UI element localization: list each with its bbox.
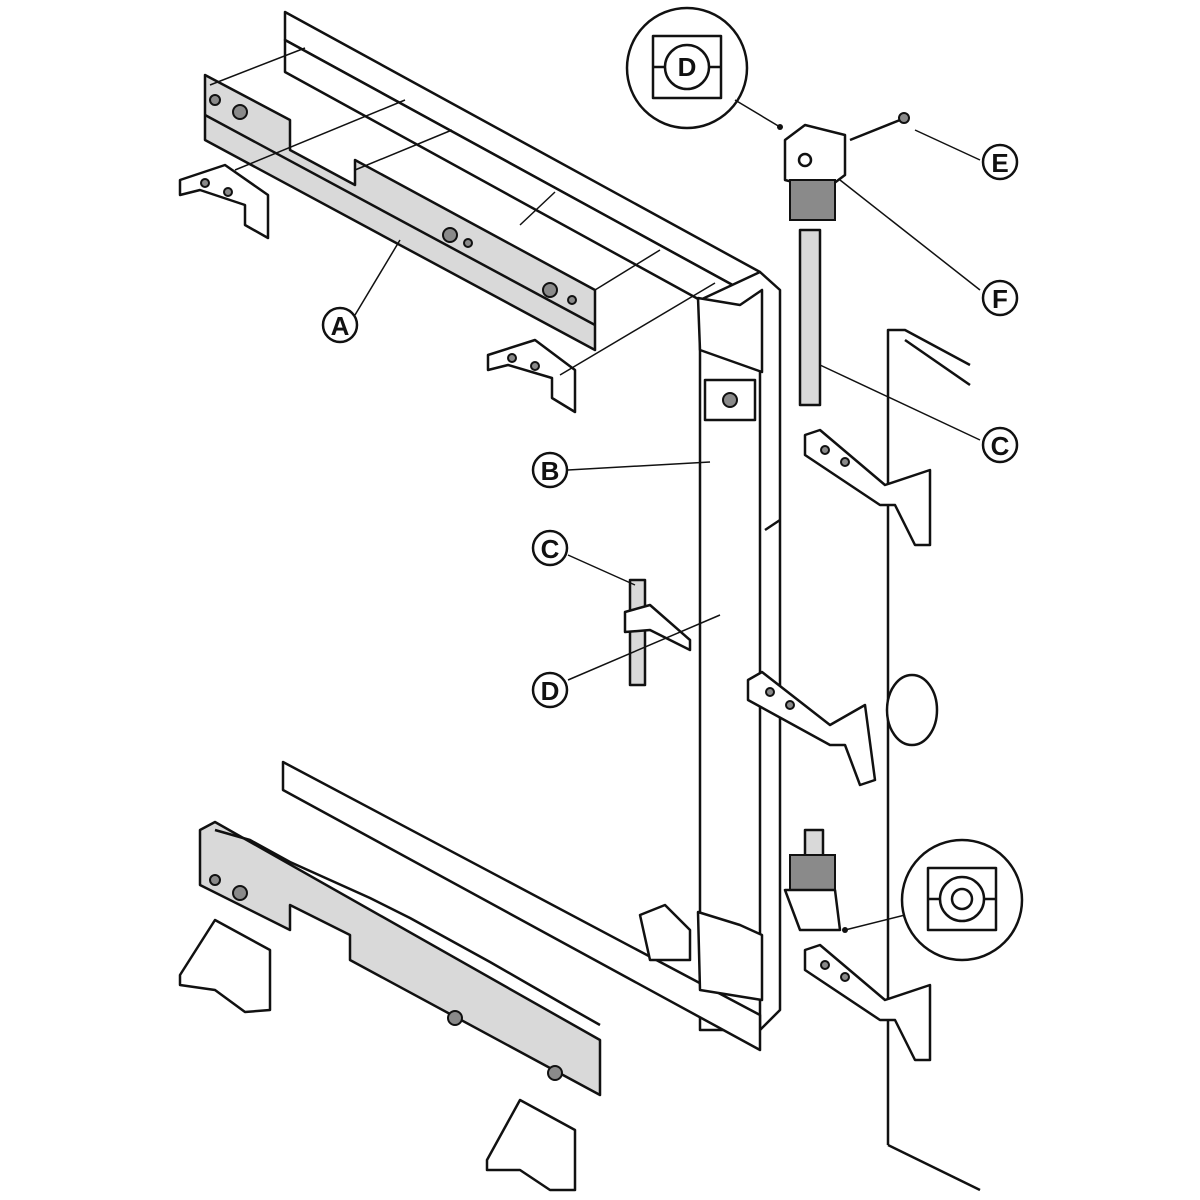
label-c-right: C [981,426,1019,464]
label-b-text: B [541,456,560,486]
detail-callout-top: D [625,6,783,130]
leader-lines [354,129,981,681]
hinge-plate-top [696,288,764,422]
label-d: D [531,671,569,709]
hinge [803,428,932,547]
hinge [746,670,939,787]
detail-label-d: D [678,52,697,82]
mounting-bracket [486,338,577,414]
bottom-rail-panel [281,760,762,1052]
mounting-bracket [485,1098,577,1192]
rail-a [203,73,597,352]
rod-c [798,228,822,407]
bottom-adjuster-fitting [783,828,842,932]
door-panel [698,270,782,1032]
label-e: E [981,143,1019,181]
label-c-left-text: C [541,534,560,564]
label-f: F [981,279,1019,317]
label-a: A [321,306,359,344]
label-c-right-text: C [991,431,1010,461]
top-rail-panel [283,10,762,302]
detail-callout-bottom [842,838,1024,962]
alignment-lines [209,47,716,376]
bottom-toothed-rail [198,820,602,1097]
hinge-plate-bottom [638,903,764,1002]
label-e-text: E [991,148,1008,178]
label-a-text: A [331,311,350,341]
label-c-left: C [531,529,569,567]
label-b: B [531,451,569,489]
mounting-bracket [178,918,272,1014]
rod-clip-d [623,578,692,687]
label-d-text: D [541,676,560,706]
label-f-text: F [992,284,1008,314]
top-adjuster-fitting [783,123,847,221]
mounting-bracket [178,163,270,240]
cabinet-side-panel [886,328,981,1192]
screw-e [849,112,910,142]
hinge [803,943,932,1062]
